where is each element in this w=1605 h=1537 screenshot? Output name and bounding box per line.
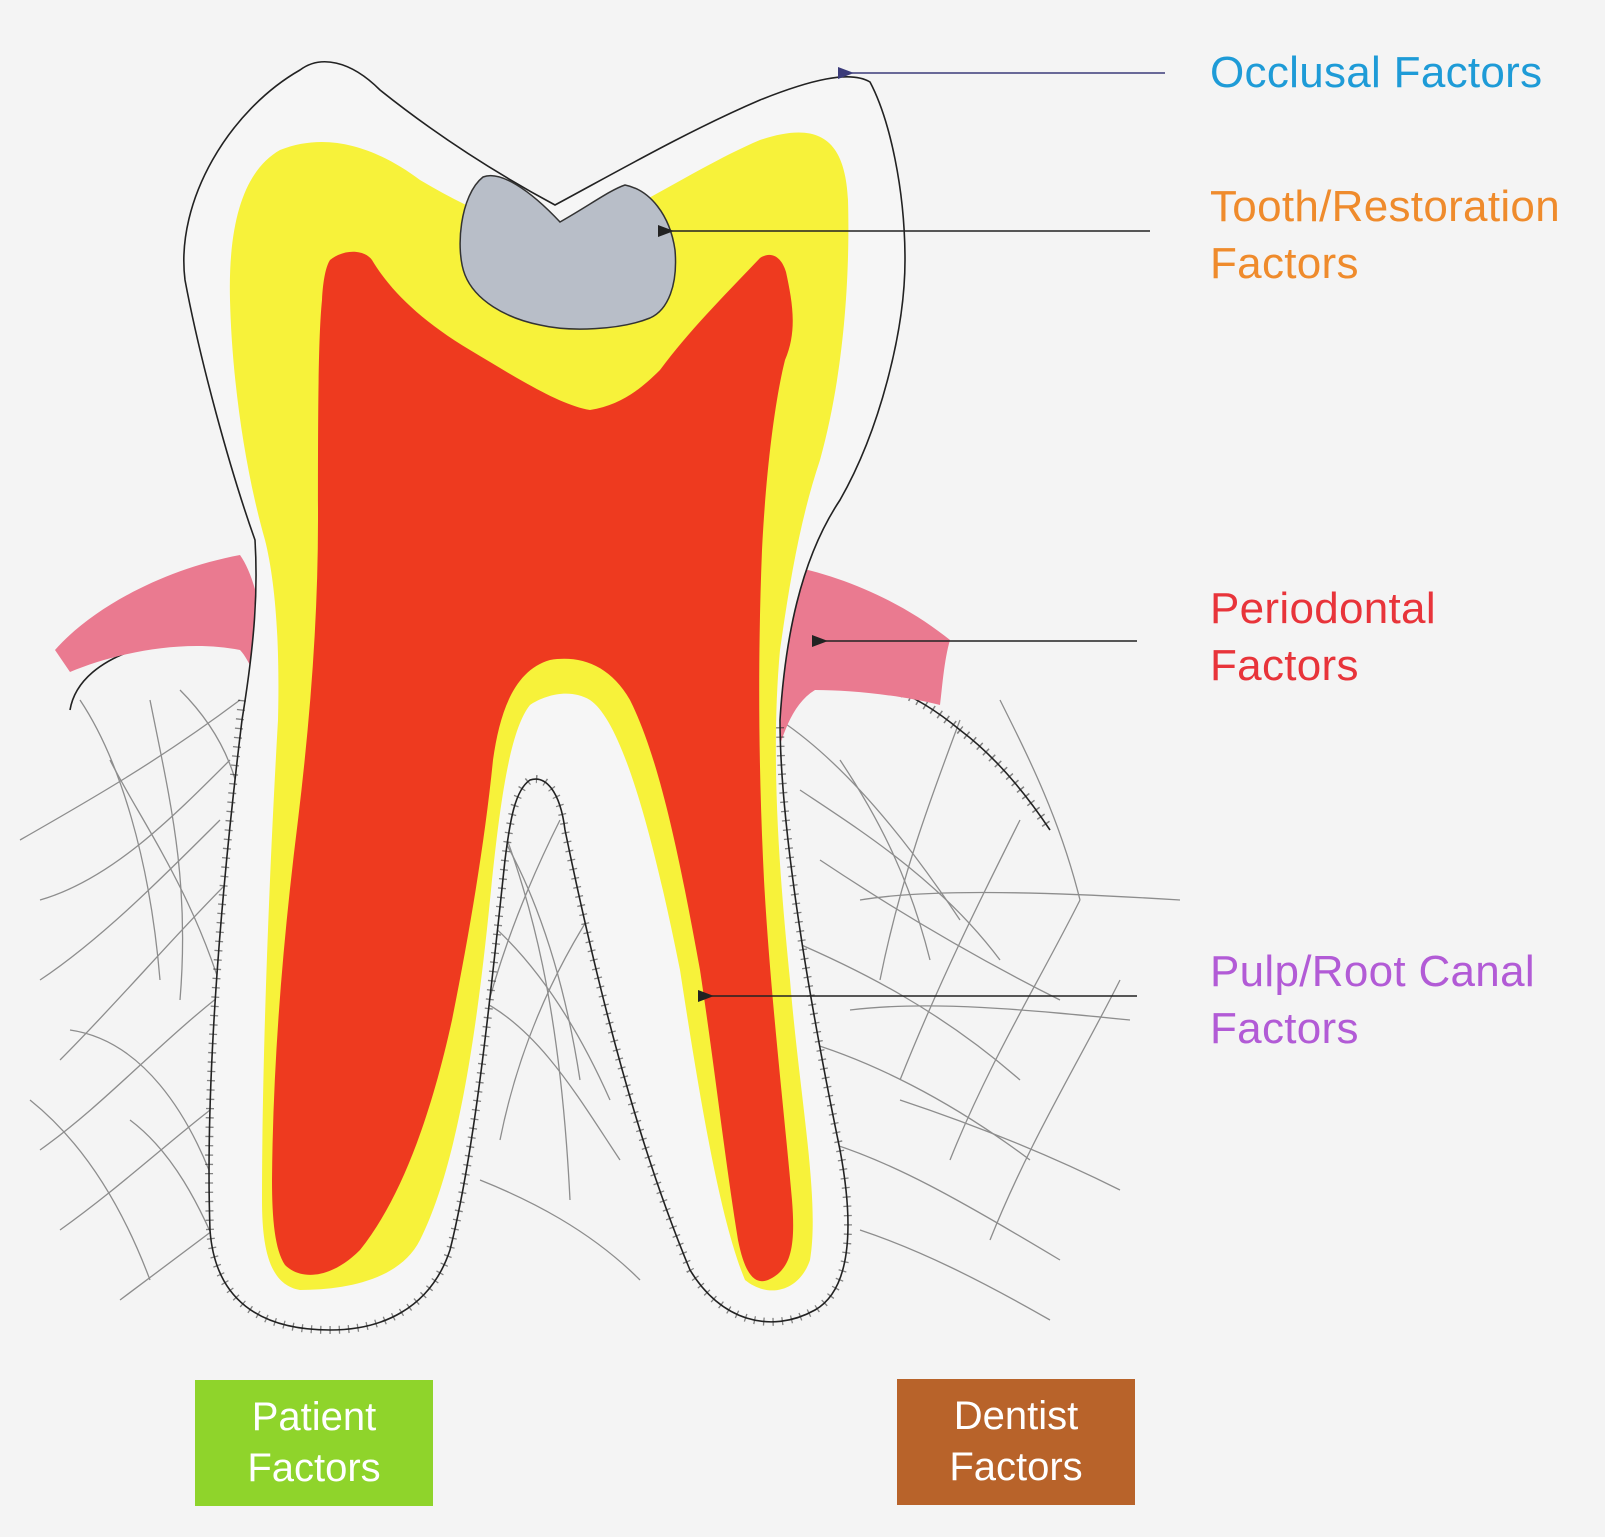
occlusal-factors-label: Occlusal Factors <box>1210 44 1542 101</box>
pulp-line2: Factors <box>1210 1004 1359 1053</box>
patient-box-bg <box>195 1380 433 1506</box>
dentist-factors-box: Dentist Factors <box>897 1379 1135 1505</box>
periodontal-factors-label: Periodontal Factors <box>1210 580 1436 694</box>
dentist-line2: Factors <box>949 1445 1083 1489</box>
periodontal-line2: Factors <box>1210 641 1359 690</box>
pulp-chamber <box>272 251 794 1282</box>
periodontal-line1: Periodontal <box>1210 584 1436 633</box>
restoration <box>459 174 677 330</box>
gingiva-left <box>55 555 272 706</box>
tooth-line1: Tooth/Restoration <box>1210 182 1560 231</box>
dentist-box-bg <box>897 1379 1135 1505</box>
dentist-line1: Dentist <box>953 1394 1079 1438</box>
tooth-restoration-factors-label: Tooth/Restoration Factors <box>1210 178 1560 292</box>
pulp-root-canal-factors-label: Pulp/Root Canal Factors <box>1210 943 1535 1057</box>
occlusal-line1: Occlusal Factors <box>1210 48 1543 97</box>
pulp-line1: Pulp/Root Canal <box>1210 947 1535 996</box>
patient-line2: Factors <box>247 1446 381 1490</box>
patient-factors-box: Patient Factors <box>195 1380 433 1506</box>
tooth-line2: Factors <box>1210 239 1359 288</box>
gingiva-right <box>752 565 950 760</box>
leader-lines <box>658 67 1165 1002</box>
patient-line1: Patient <box>251 1395 377 1439</box>
